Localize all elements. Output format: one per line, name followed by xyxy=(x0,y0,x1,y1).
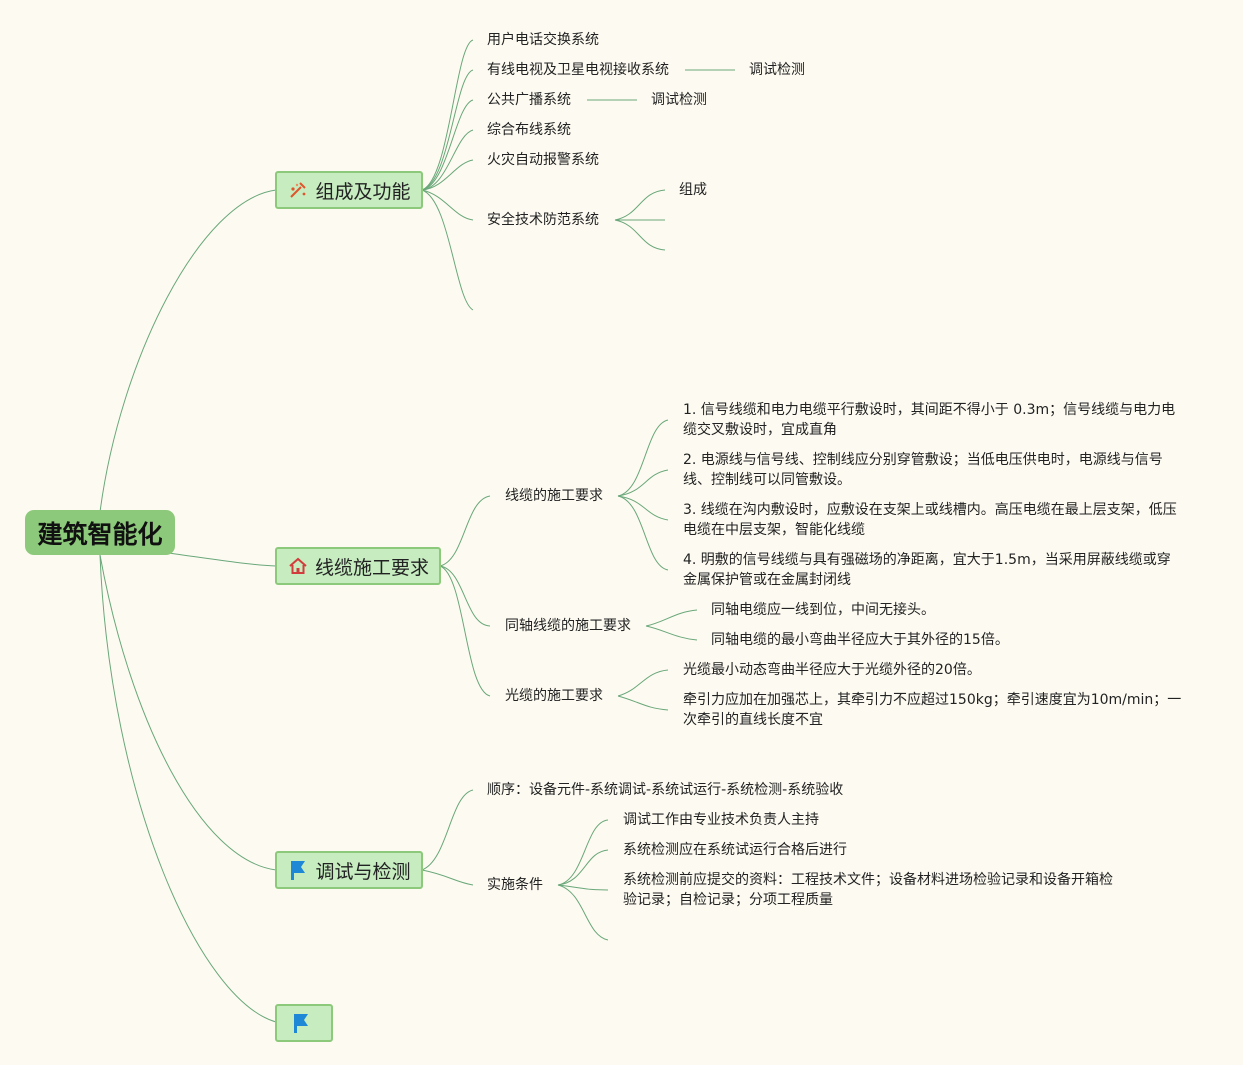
topic-order[interactable]: 顺序：设备元件-系统调试-系统试运行-系统检测-系统验收 xyxy=(487,782,844,798)
branch-cable[interactable]: 线缆施工要求 xyxy=(275,547,441,585)
coax-item[interactable]: 同轴电缆的最小弯曲半径应大于其外径的15倍。 xyxy=(711,632,1009,648)
topic-pa[interactable]: 公共广播系统 xyxy=(487,92,571,108)
edge-root-b3 xyxy=(99,554,277,871)
signal-item[interactable]: 1. 信号线缆和电力电缆平行敷设时，其间距不得小于 0.3m；信号线缆与电力电缆… xyxy=(683,402,1176,438)
branch-composition[interactable]: 组成及功能 xyxy=(275,171,423,209)
branch-label: 组成及功能 xyxy=(315,180,411,203)
topic-fiber-cable[interactable]: 光缆的施工要求 xyxy=(505,688,603,704)
topic-signal-cable[interactable]: 线缆的施工要求 xyxy=(505,488,603,504)
branch-empty[interactable] xyxy=(275,1004,333,1042)
topic-security[interactable]: 安全技术防范系统 xyxy=(487,212,599,228)
topic-pa-test[interactable]: 调试检测 xyxy=(651,92,707,108)
impl-item[interactable]: 调试工作由专业技术负责人主持 xyxy=(623,812,819,828)
edge-root-b2 xyxy=(167,552,277,567)
flag-icon xyxy=(287,859,309,881)
fiber-item[interactable]: 牵引力应加在加强芯上，其牵引力不应超过150kg；牵引速度宜为10m/min；一… xyxy=(683,692,1182,728)
signal-item[interactable]: 2. 电源线与信号线、控制线应分别穿管敷设；当低电压供电时，电源线与信号线、控制… xyxy=(683,452,1163,488)
branch-label: 调试与检测 xyxy=(315,860,411,883)
topic-implementation[interactable]: 实施条件 xyxy=(487,877,543,893)
topic-fire[interactable]: 火灾自动报警系统 xyxy=(487,152,599,168)
edge-root-b1 xyxy=(99,189,277,513)
signal-item[interactable]: 3. 线缆在沟内敷设时，应敷设在支架上或线槽内。高压电缆在最上层支架，低压电缆在… xyxy=(683,502,1177,538)
fiber-item[interactable]: 光缆最小动态弯曲半径应大于光缆外径的20倍。 xyxy=(683,662,981,678)
topic-cabling[interactable]: 综合布线系统 xyxy=(487,122,571,138)
root-topic[interactable]: 建筑智能化 xyxy=(25,510,175,555)
topic-user-phone[interactable]: 用户电话交换系统 xyxy=(487,32,599,48)
branch-testing[interactable]: 调试与检测 xyxy=(275,851,423,889)
edge-root-b4 xyxy=(99,554,277,1023)
impl-item[interactable]: 系统检测前应提交的资料：工程技术文件；设备材料进场检验记录和设备开箱检验记录；自… xyxy=(623,872,1113,908)
branch-label: 线缆施工要求 xyxy=(314,556,429,579)
flag-icon xyxy=(290,1012,312,1034)
topic-coax-cable[interactable]: 同轴线缆的施工要求 xyxy=(505,618,631,634)
tools-icon xyxy=(287,179,309,201)
topic-security-composition[interactable]: 组成 xyxy=(679,182,707,198)
topic-catv[interactable]: 有线电视及卫星电视接收系统 xyxy=(487,62,669,78)
topic-catv-test[interactable]: 调试检测 xyxy=(749,62,805,78)
signal-item[interactable]: 4. 明敷的信号线缆与具有强磁场的净距离，宜大于1.5m，当采用屏蔽线缆或穿金属… xyxy=(683,552,1171,588)
impl-item[interactable]: 系统检测应在系统试运行合格后进行 xyxy=(623,842,847,858)
home-icon xyxy=(287,555,309,577)
coax-item[interactable]: 同轴电缆应一线到位，中间无接头。 xyxy=(711,602,935,618)
